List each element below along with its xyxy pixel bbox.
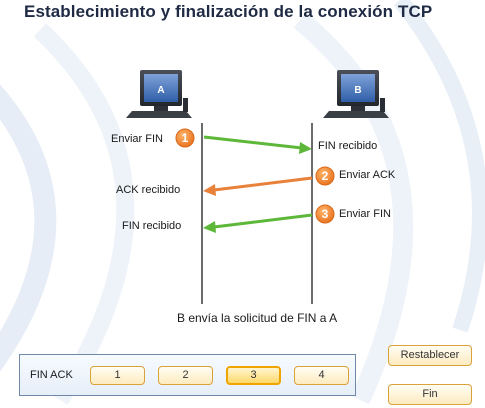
step-caption: B envía la solicitud de FIN a A: [177, 311, 338, 325]
panel-label: FIN ACK: [30, 369, 73, 381]
page-title: Establecimiento y finalización de la con…: [24, 2, 433, 21]
host-a-computer-icon: A: [126, 70, 192, 118]
reset-button[interactable]: Restablecer: [388, 345, 472, 366]
host-b-label: B: [354, 85, 361, 96]
label-send-fin-a: Enviar FIN: [111, 133, 163, 145]
step-button-2[interactable]: 2: [158, 366, 213, 385]
arrow-ack-b-to-a: [203, 176, 313, 196]
svg-text:1: 1: [182, 131, 189, 145]
arrow-fin-b-to-a: [203, 213, 313, 233]
label-fin-received-b: FIN recibido: [318, 140, 378, 152]
step-controls-panel: FIN ACK 1 2 3 4: [19, 354, 356, 396]
step-button-4[interactable]: 4: [294, 366, 349, 385]
label-send-fin-b: Enviar FIN: [339, 208, 391, 220]
svg-text:3: 3: [322, 207, 329, 221]
label-send-ack-b: Enviar ACK: [339, 169, 396, 181]
step-2-badge: 2: [315, 166, 335, 186]
step-3-badge: 3: [315, 204, 335, 224]
svg-text:2: 2: [322, 169, 329, 183]
step-1-badge: 1: [175, 128, 195, 148]
label-ack-received-a: ACK recibido: [116, 184, 181, 196]
host-b-computer-icon: B: [323, 70, 389, 118]
host-a-label: A: [157, 85, 164, 96]
label-fin-received-a: FIN recibido: [122, 220, 182, 232]
arrow-fin-a-to-b: [203, 135, 312, 154]
step-button-1[interactable]: 1: [90, 366, 145, 385]
step-button-3[interactable]: 3: [226, 366, 281, 385]
end-button[interactable]: Fin: [388, 384, 472, 405]
